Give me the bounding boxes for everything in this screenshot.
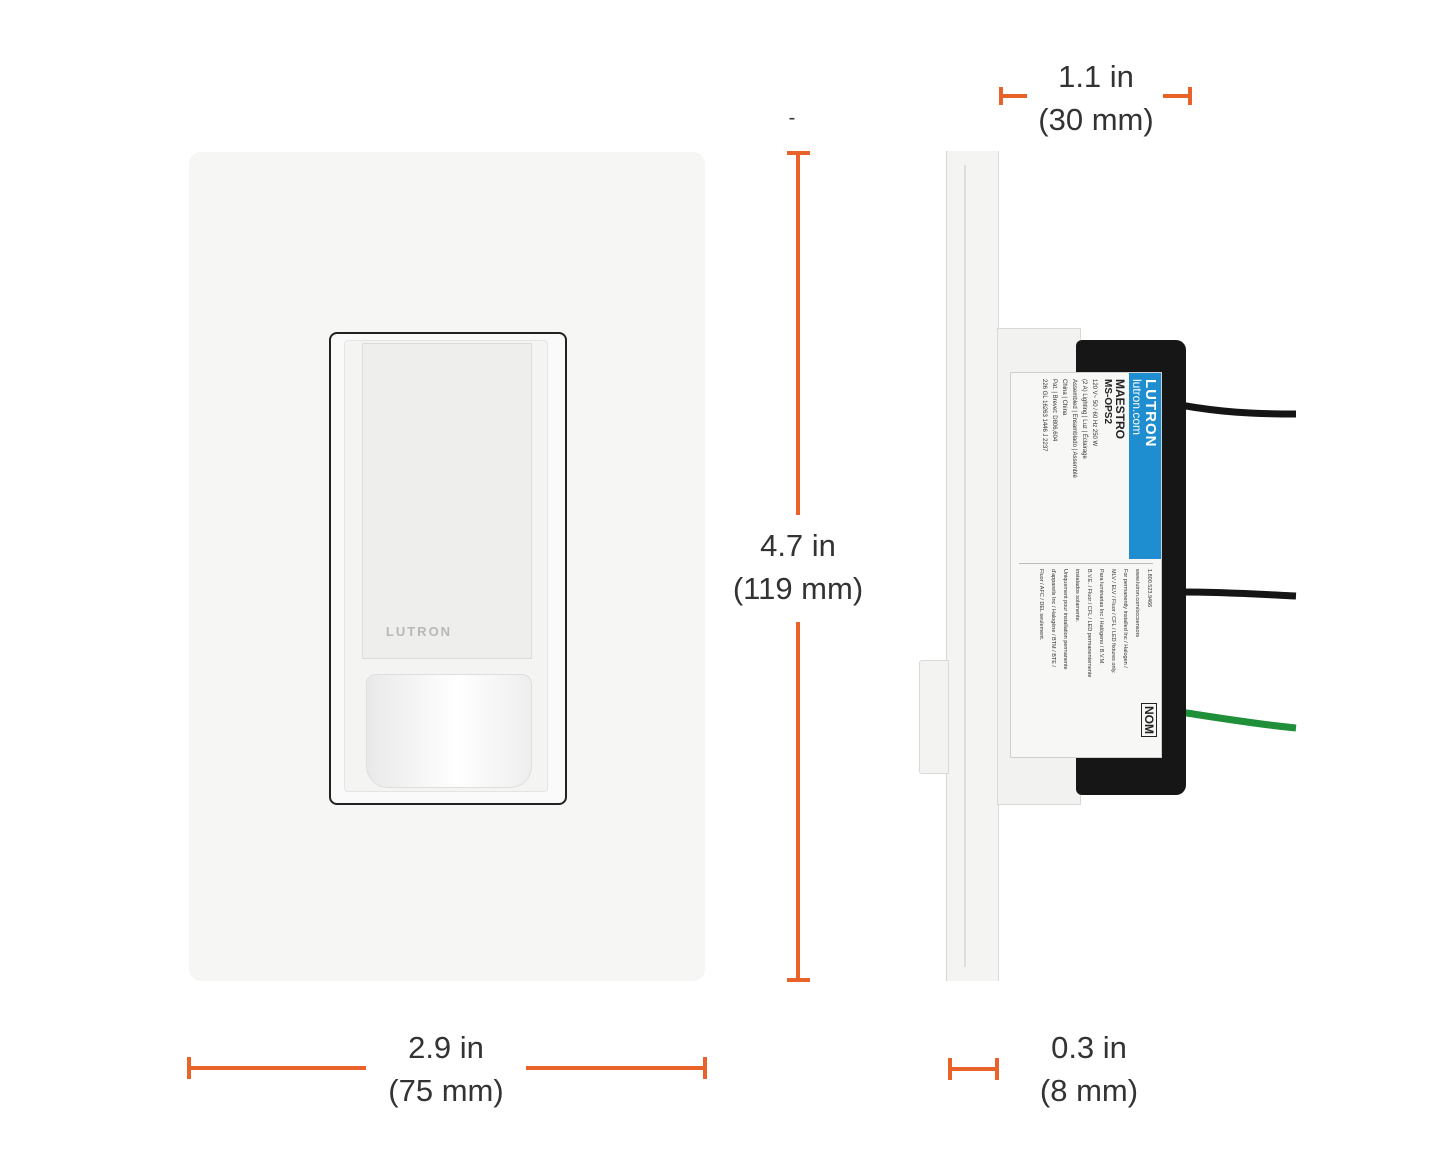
label-text-rotated: LUTRON lutron.com MAESTRO MS-OPS2 120 V~… (1011, 373, 1161, 757)
depth-top-label: 1.1 in (30 mm) (1010, 55, 1182, 141)
label-divider (1019, 563, 1153, 564)
front-brand-mark: LUTRON (385, 624, 453, 639)
plate-depth-mm: (8 mm) (1039, 1073, 1139, 1108)
green-wire (1179, 708, 1297, 732)
label-brand: LUTRON (1142, 379, 1159, 448)
label-right-lines: 1.800.523.9466 www.lutron.com/occsensors… (1035, 569, 1155, 729)
width-dimension-line (187, 1057, 707, 1079)
label-model: MS-OPS2 (1102, 379, 1113, 425)
nom-cert-mark: NOM (1141, 703, 1157, 737)
occupancy-sensor-lens[interactable] (366, 674, 532, 788)
side-sensor-protrusion (919, 660, 949, 774)
plate-depth-inches: 0.3 in (1051, 1030, 1127, 1065)
label-left-line: (2 A) Lighting | Luz | Éclairage (1081, 379, 1087, 459)
switch-paddle[interactable] (362, 343, 532, 659)
width-mm: (75 mm) (388, 1073, 504, 1108)
label-right-line: Fluor / AFC / DEL seulement. (1038, 569, 1044, 641)
label-left-lines: 120 V~ 50 / 60 Hz 250 W (2 A) Lighting |… (1039, 379, 1099, 559)
depth-top-inches: 1.1 in (1058, 59, 1134, 94)
label-left-line: 226 GL 16263 1446 J 2237 (1041, 379, 1047, 452)
label-left-line: 120 V~ 50 / 60 Hz 250 W (1091, 379, 1097, 447)
label-url: lutron.com (1130, 379, 1144, 436)
label-left-line: Pat. | Brevet: D806,604 (1051, 379, 1057, 442)
product-label: LUTRON lutron.com MAESTRO MS-OPS2 120 V~… (1010, 372, 1162, 758)
label-product: MAESTRO (1113, 379, 1127, 439)
label-blue-band (1129, 373, 1161, 559)
label-right-line: instalados solamente. (1074, 569, 1080, 623)
black-wire-middle (1179, 588, 1297, 600)
height-mm: (119 mm) (732, 571, 864, 606)
width-inches: 2.9 in (408, 1030, 484, 1065)
label-right-line: Para luminarias Inc / Halógeno / B.V.M. (1098, 569, 1104, 665)
depth-top-dimension-line (999, 87, 1192, 105)
label-left-line: Assembled | Ensamblado | Assemblé (1071, 379, 1077, 478)
label-right-line: MLV / ELV / Fluor / CFL / LED fixtures o… (1110, 569, 1116, 674)
width-label: 2.9 in (75 mm) (360, 1026, 532, 1112)
plate-depth-dimension-line (948, 1058, 999, 1080)
height-label: 4.7 in (119 mm) (712, 524, 884, 610)
label-right-line: d'appareils Inc / Halogène / BTM / BTE / (1050, 569, 1056, 667)
black-wire-top (1179, 401, 1297, 418)
label-right-line: B.V.E. / Fluor / CFL / LED permanentemen… (1086, 569, 1092, 678)
plate-depth-label: 0.3 in (8 mm) (1003, 1026, 1175, 1112)
height-dimension-line (787, 151, 810, 982)
label-right-line: For permanently installed Inc / Halogen … (1122, 569, 1128, 668)
label-left-line: China | China (1061, 379, 1067, 416)
side-wallplate (946, 151, 999, 981)
depth-top-mm: (30 mm) (1038, 102, 1154, 137)
height-inches: 4.7 in (760, 528, 836, 563)
label-right-line: Uniquement pour installation permanente (1062, 569, 1068, 670)
stray-dash-mark: - (788, 107, 796, 129)
side-wallplate-inner-edge (964, 165, 966, 967)
